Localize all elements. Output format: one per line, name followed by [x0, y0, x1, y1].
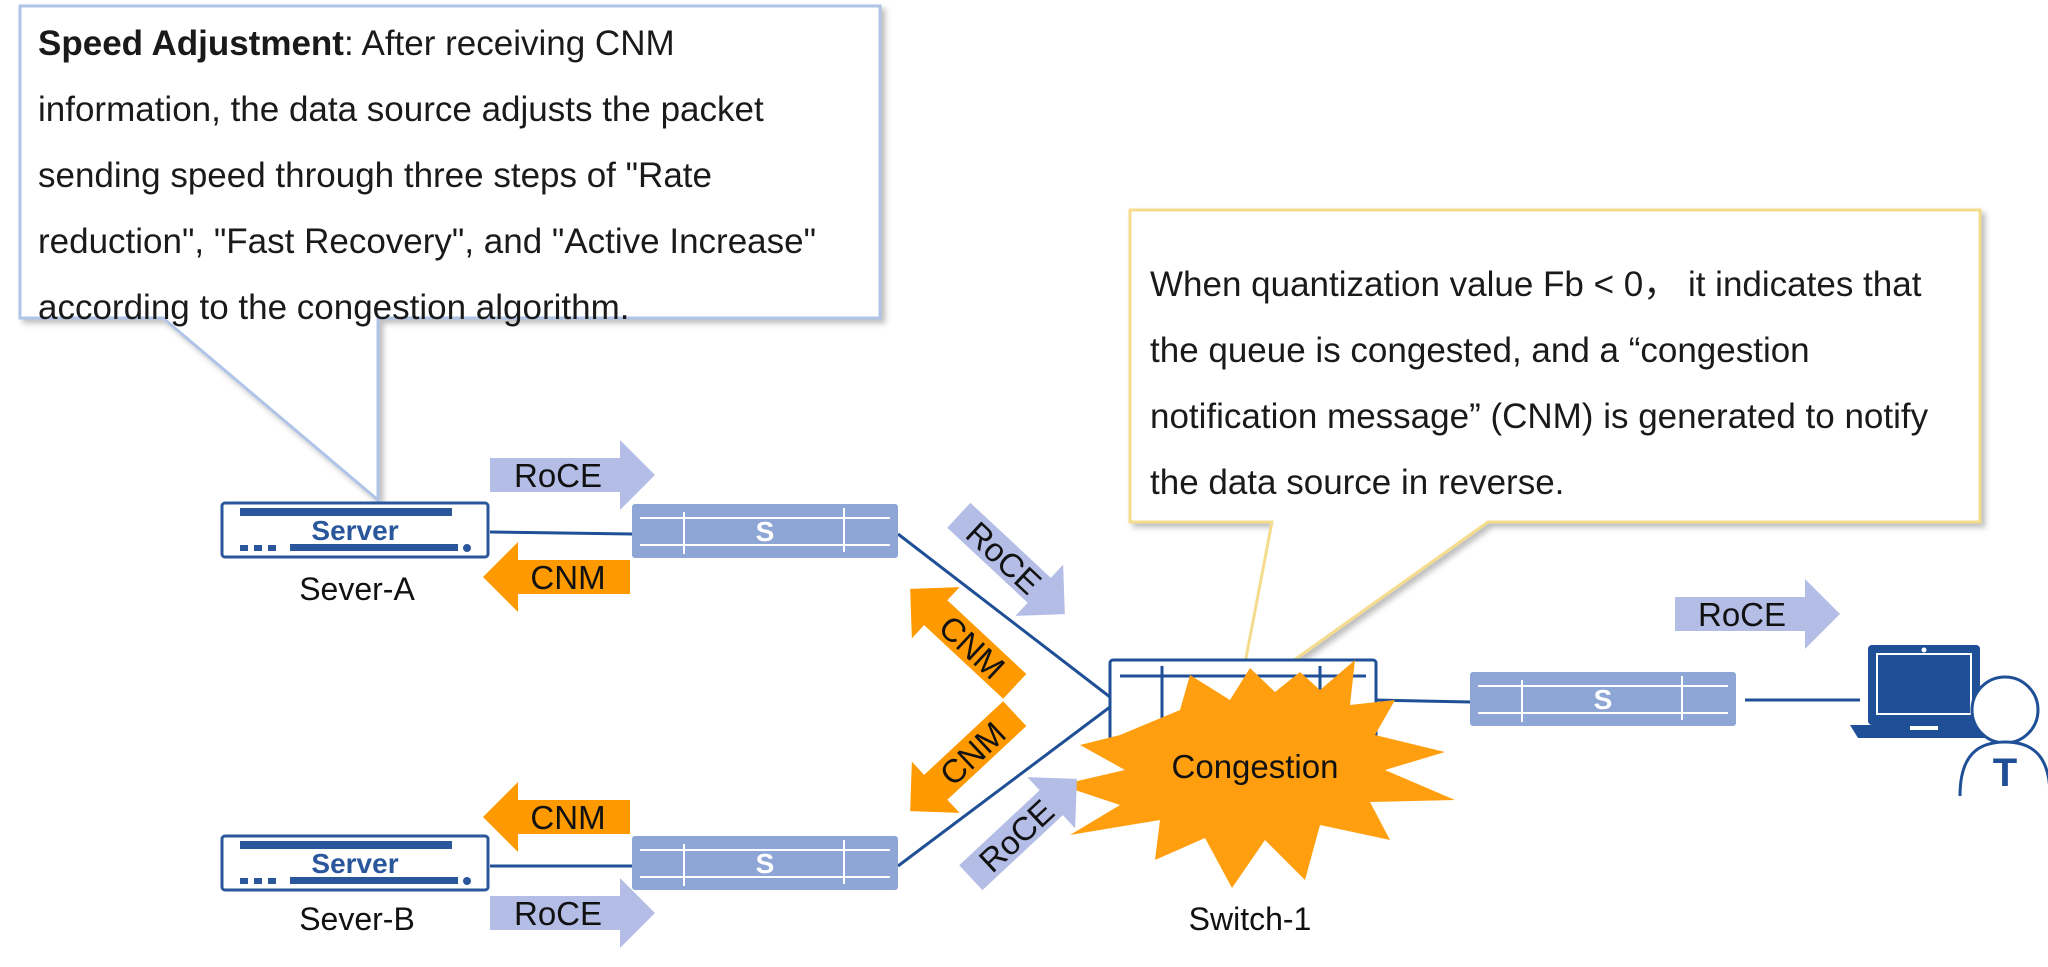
- cnm-callout-shape: [1128, 208, 1982, 704]
- switch-right-label: S: [1594, 684, 1613, 715]
- server-b-device-label: Server: [311, 848, 398, 879]
- switch-top-label: S: [756, 516, 775, 547]
- roce-arrow-a: RoCE: [490, 440, 655, 510]
- roce-arrow-b: RoCE: [490, 878, 655, 948]
- server-b-name: Sever-B: [299, 901, 415, 937]
- terminal-badge: T: [1993, 751, 2017, 795]
- switch-bottom-label: S: [756, 848, 775, 879]
- roce-arrow-right: RoCE: [1675, 579, 1840, 649]
- cnm-arrow-b-label: CNM: [530, 799, 605, 836]
- server-a-device-label: Server: [311, 515, 398, 546]
- roce-arrow-right-label: RoCE: [1698, 596, 1786, 633]
- roce-arrow-diag-top-label: RoCE: [959, 514, 1049, 601]
- speed-callout-shape: [18, 4, 882, 504]
- server-a-name: Sever-A: [299, 571, 415, 607]
- speed-adjustment-callout: Speed Adjustment: After receiving CNM in…: [20, 6, 880, 327]
- switch-bottom: S: [632, 836, 898, 890]
- roce-arrow-a-label: RoCE: [514, 457, 602, 494]
- server-a: Server: [220, 501, 490, 559]
- laptop-icon: [1850, 645, 1998, 738]
- switch-1-name: Switch-1: [1189, 901, 1312, 937]
- switch-right: S: [1470, 672, 1736, 726]
- server-b: Server: [220, 834, 490, 892]
- user-avatar-icon: T: [1958, 675, 2048, 797]
- cnm-callout-text: When quantization value Fb < 0， it indic…: [1150, 265, 1929, 502]
- congestion-burst: [1060, 660, 1455, 888]
- roce-arrow-diag-bottom-label: RoCE: [972, 792, 1062, 879]
- cnm-arrow-a: CNM: [483, 542, 630, 612]
- speed-adjustment-text: : After receiving CNM information, the d…: [38, 24, 817, 327]
- roce-arrow-b-label: RoCE: [514, 895, 602, 932]
- connection-lines: [489, 530, 1860, 868]
- cnm-arrow-a-label: CNM: [530, 559, 605, 596]
- speed-adjustment-title: Speed Adjustment: [38, 24, 344, 63]
- switch-top: S: [632, 504, 898, 558]
- cnm-callout: When quantization value Fb < 0， it indic…: [1130, 210, 1980, 522]
- cnm-arrow-b: CNM: [483, 782, 630, 852]
- congestion-label: Congestion: [1172, 748, 1339, 785]
